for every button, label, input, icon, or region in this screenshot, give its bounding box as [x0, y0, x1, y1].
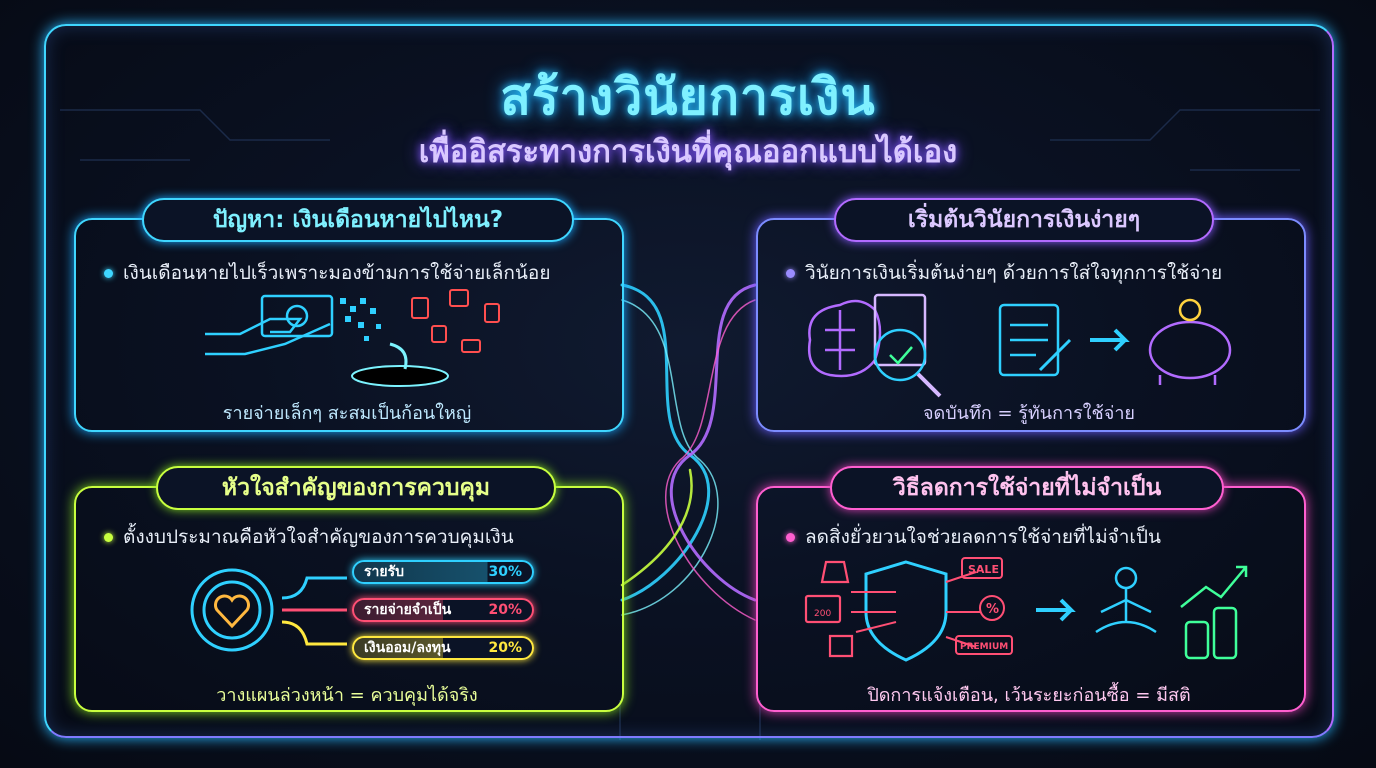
- small-purchases-icons: [411, 289, 500, 353]
- start-bullet-text: วินัยการเงินเริ่มต้นง่ายๆ ด้วยการใส่ใจทุ…: [805, 262, 1223, 284]
- page-title: สร้างวินัยการเงิน: [500, 68, 876, 126]
- reduce-heading: วิธีลดการใช้จ่ายที่ไม่จำเป็น: [830, 466, 1224, 510]
- premium-tag-text: PREMIUM: [960, 642, 1008, 652]
- bullet-dot: [104, 532, 113, 542]
- control-heading: หัวใจสำคัญของการควบคุม: [156, 466, 556, 510]
- budget-bar-value: 20%: [488, 602, 522, 618]
- budget-bar-label: รายรับ: [364, 564, 404, 580]
- budget-bar: รายจ่ายจำเป็น 20%: [352, 598, 534, 622]
- bullet-dot: [786, 268, 795, 278]
- start-caption: จดบันทึก = รู้ทันการใช้จ่าย: [923, 403, 1135, 424]
- arrow-down-icon: [389, 342, 408, 370]
- branch-arrows-icon: [281, 576, 347, 646]
- notepad-icon: [998, 303, 1072, 377]
- budget-bar-label: รายจ่ายจำเป็น: [364, 602, 452, 618]
- problem-bullet-text: เงินเดือนหายไปเร็วเพราะมองข้ามการใช้จ่าย…: [123, 262, 551, 284]
- problem-caption: รายจ่ายเล็กๆ สะสมเป็นก้อนใหญ่: [222, 403, 472, 424]
- bullet-dot: [786, 532, 795, 542]
- budget-bars: รายรับ 30% รายจ่ายจำเป็น 20% เงินออม/ลงทุน 20…: [352, 560, 534, 674]
- bullet-dot: [104, 268, 113, 278]
- start-heading: เริ่มต้นวินัยการเงินง่ายๆ: [834, 198, 1214, 242]
- shield-temptation-illustration: 200 SALE % PREMIUM: [804, 557, 1248, 662]
- brain-icon: [807, 299, 882, 378]
- arrow-right-icon: [1036, 598, 1076, 622]
- meditation-icon: [1095, 566, 1157, 634]
- outer-frame: [44, 24, 1334, 738]
- piggy-bank-icon: [1148, 298, 1232, 385]
- growth-coins-icon: [1180, 565, 1248, 660]
- shield-icon: [864, 560, 948, 662]
- budget-bar-value: 30%: [488, 564, 522, 580]
- reduce-bullet: ลดสิ่งยั่วยวนใจช่วยลดการใช้จ่ายที่ไม่จำเ…: [786, 522, 1161, 552]
- problem-bullet: เงินเดือนหายไปเร็วเพราะมองข้ามการใช้จ่าย…: [104, 258, 550, 288]
- budget-bar-label: เงินออม/ลงทุน: [364, 640, 451, 656]
- receipt-magnifier-icon: [873, 293, 942, 398]
- pixel-dissolve-icon: [340, 298, 381, 341]
- shopping-icons: [804, 560, 854, 658]
- heart-icon: [214, 594, 250, 629]
- gear-heart-illustration: [190, 568, 347, 652]
- reduce-caption: ปิดการแจ้งเตือน, เว้นระยะก่อนซื้อ = มีสต…: [867, 685, 1191, 706]
- money-draining-illustration: [205, 289, 500, 387]
- control-bullet: ตั้งงบประมาณคือหัวใจสำคัญของการควบคุมเงิ…: [104, 522, 514, 552]
- page-subtitle: เพื่ออิสระทางการเงินที่คุณออกแบบได้เอง: [418, 134, 958, 170]
- store-tag-text: 200: [814, 609, 831, 619]
- control-bullet-text: ตั้งงบประมาณคือหัวใจสำคัญของการควบคุมเงิ…: [123, 526, 514, 548]
- reduce-bullet-text: ลดสิ่งยั่วยวนใจช่วยลดการใช้จ่ายที่ไม่จำเ…: [805, 526, 1161, 548]
- start-bullet: วินัยการเงินเริ่มต้นง่ายๆ ด้วยการใส่ใจทุ…: [786, 258, 1222, 288]
- gear-icon: [190, 568, 274, 652]
- hand-holding-bill-icon: [205, 294, 334, 356]
- control-caption: วางแผนล่วงหน้า = ควบคุมได้จริง: [216, 685, 478, 706]
- percent-text: %: [986, 602, 999, 617]
- hole-icon: [351, 365, 449, 387]
- budget-bar-value: 20%: [488, 640, 522, 656]
- discipline-illustration: [807, 293, 1232, 398]
- discount-icon: [979, 595, 1005, 621]
- sale-tag-icon: [961, 557, 1003, 579]
- premium-tag-icon: [955, 635, 1013, 655]
- arrow-right-icon: [1090, 328, 1130, 352]
- sale-tag-text: SALE: [968, 563, 999, 576]
- deflect-arrows-icon: [851, 571, 981, 648]
- problem-heading: ปัญหา: เงินเดือนหายไปไหน?: [142, 198, 574, 242]
- budget-bar: รายรับ 30%: [352, 560, 534, 584]
- budget-bar: เงินออม/ลงทุน 20%: [352, 636, 534, 660]
